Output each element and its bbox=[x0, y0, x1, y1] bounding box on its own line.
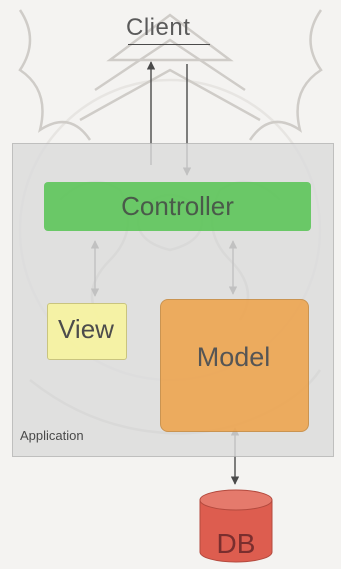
model-label: Model bbox=[196, 342, 271, 372]
view-box bbox=[47, 303, 127, 360]
view-label: View bbox=[58, 314, 114, 344]
application-label: Application bbox=[20, 428, 84, 443]
controller-label: Controller bbox=[121, 191, 234, 221]
db-label: DB bbox=[216, 528, 256, 559]
client-underline bbox=[128, 44, 210, 45]
controller-box bbox=[44, 182, 311, 231]
model-box bbox=[160, 299, 309, 432]
client-label: Client bbox=[126, 14, 191, 41]
